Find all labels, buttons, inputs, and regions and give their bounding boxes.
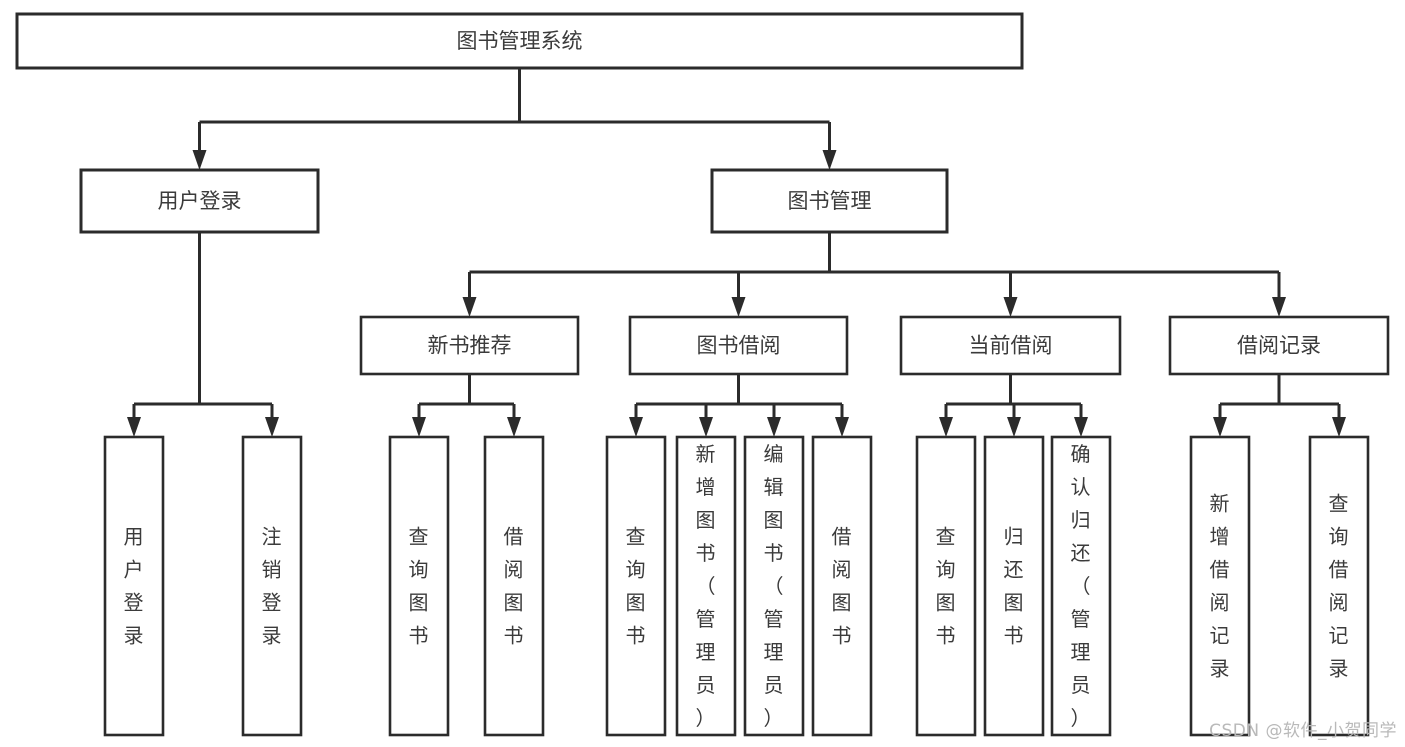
node-leaf-add-record[interactable]: 新增借阅记录 xyxy=(1189,435,1251,737)
node-leaf-add-book[interactable]: 新增图书（管理员） xyxy=(675,435,737,737)
node-label: 借阅图书 xyxy=(832,524,853,647)
node-label: 图书管理 xyxy=(788,189,872,213)
arrow-head-icon xyxy=(939,417,953,437)
node-label: 确认归还（管理员） xyxy=(1071,442,1092,730)
arrow-head-icon xyxy=(1003,297,1018,317)
node-leaf-rec-borrow-book[interactable]: 借阅图书 xyxy=(483,435,545,737)
node-label: 查询借阅记录 xyxy=(1329,491,1350,680)
node-leaf-rec-query-book[interactable]: 查询图书 xyxy=(388,435,450,737)
node-current-borrow[interactable]: 当前借阅 xyxy=(899,315,1122,376)
node-label: 当前借阅 xyxy=(969,334,1053,358)
node-box xyxy=(710,168,949,234)
arrow-head-icon xyxy=(699,417,713,437)
node-label: 图书管理系统 xyxy=(457,29,583,53)
arrow-head-icon xyxy=(731,297,746,317)
node-box xyxy=(743,435,805,737)
arrow-head-icon xyxy=(1272,297,1286,317)
node-label: 借阅图书 xyxy=(504,524,525,647)
node-box xyxy=(241,435,303,737)
node-box xyxy=(15,12,1024,70)
node-leaf-borrow-book[interactable]: 借阅图书 xyxy=(811,435,873,737)
node-box xyxy=(1189,435,1251,737)
connector-group-user-login xyxy=(127,232,279,437)
node-label: 编辑图书（管理员） xyxy=(764,442,785,730)
arrow-head-icon xyxy=(1213,417,1227,437)
node-leaf-query-record[interactable]: 查询借阅记录 xyxy=(1308,435,1370,737)
arrow-head-icon xyxy=(127,417,141,437)
node-label: 查询图书 xyxy=(626,524,647,647)
node-book-manage[interactable]: 图书管理 xyxy=(710,168,949,234)
node-label: 用户登录 xyxy=(158,189,242,213)
node-user-login[interactable]: 用户登录 xyxy=(79,168,320,234)
node-label: 新增图书（管理员） xyxy=(696,442,717,730)
node-box xyxy=(1168,315,1390,376)
node-book-borrow[interactable]: 图书借阅 xyxy=(628,315,849,376)
arrow-head-icon xyxy=(412,417,426,437)
node-leaf-cur-query-book[interactable]: 查询图书 xyxy=(915,435,977,737)
node-new-book-rec[interactable]: 新书推荐 xyxy=(359,315,580,376)
connector-group-book-borrow xyxy=(629,374,849,437)
node-box xyxy=(483,435,545,737)
node-label: 借阅记录 xyxy=(1237,334,1321,358)
node-borrow-record[interactable]: 借阅记录 xyxy=(1168,315,1390,376)
connector-group-borrow-record xyxy=(1213,374,1346,437)
node-box xyxy=(103,435,165,737)
node-leaf-borrow-query-book[interactable]: 查询图书 xyxy=(605,435,667,737)
node-box xyxy=(899,315,1122,376)
node-box xyxy=(811,435,873,737)
node-layer: 图书管理系统用户登录图书管理新书推荐图书借阅当前借阅借阅记录用户登录注销登录查询… xyxy=(15,12,1390,737)
node-leaf-edit-book[interactable]: 编辑图书（管理员） xyxy=(743,435,805,737)
node-leaf-user-logout[interactable]: 注销登录 xyxy=(241,435,303,737)
node-label: 新书推荐 xyxy=(428,334,512,358)
node-label: 注销登录 xyxy=(262,524,283,647)
connector-group-current-borrow xyxy=(939,374,1088,437)
node-leaf-confirm-return[interactable]: 确认归还（管理员） xyxy=(1050,435,1112,737)
arrow-head-icon xyxy=(192,150,207,170)
node-box xyxy=(915,435,977,737)
arrow-head-icon xyxy=(507,417,521,437)
arrow-head-icon xyxy=(1074,417,1088,437)
arrow-head-icon xyxy=(462,297,477,317)
node-label: 查询图书 xyxy=(936,524,957,647)
arrow-head-icon xyxy=(1332,417,1346,437)
connector-group-root xyxy=(192,68,837,170)
node-label: 新增借阅记录 xyxy=(1210,491,1231,680)
node-label: 归还图书 xyxy=(1004,524,1025,647)
node-box xyxy=(359,315,580,376)
arrow-head-icon xyxy=(1007,417,1021,437)
node-leaf-return-book[interactable]: 归还图书 xyxy=(983,435,1045,737)
node-box xyxy=(983,435,1045,737)
node-root[interactable]: 图书管理系统 xyxy=(15,12,1024,70)
arrow-head-icon xyxy=(265,417,279,437)
arrow-head-icon xyxy=(629,417,643,437)
node-leaf-user-login[interactable]: 用户登录 xyxy=(103,435,165,737)
node-box xyxy=(628,315,849,376)
connector-group-new-book-rec xyxy=(412,374,521,437)
node-label: 查询图书 xyxy=(409,524,430,647)
node-box xyxy=(79,168,320,234)
arrow-head-icon xyxy=(822,150,837,170)
node-label: 图书借阅 xyxy=(697,334,781,358)
node-box xyxy=(605,435,667,737)
node-label: 用户登录 xyxy=(124,524,145,647)
node-box xyxy=(1308,435,1370,737)
connector-layer xyxy=(127,68,1346,437)
arrow-head-icon xyxy=(835,417,849,437)
node-box xyxy=(388,435,450,737)
arrow-head-icon xyxy=(767,417,781,437)
node-box xyxy=(675,435,737,737)
node-box xyxy=(1050,435,1112,737)
connector-group-book-manage xyxy=(462,232,1286,317)
